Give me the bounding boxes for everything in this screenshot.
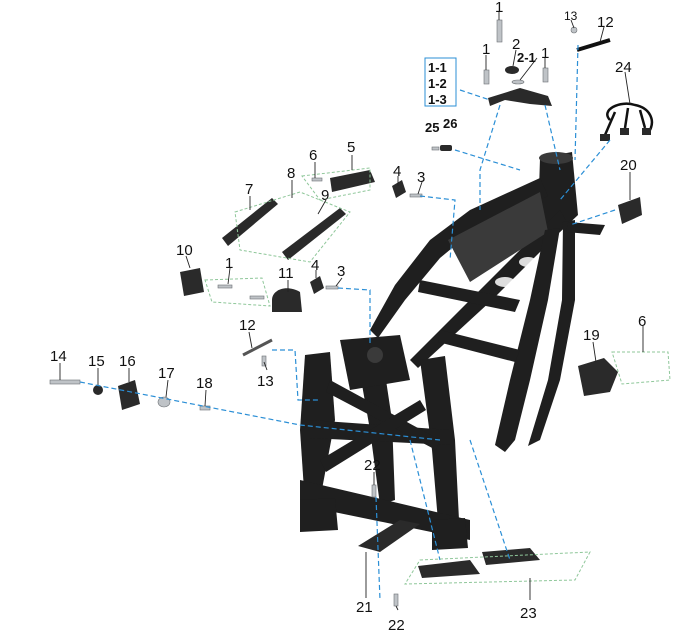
- callout-26: 26: [443, 116, 457, 131]
- callout-4b: 4: [311, 257, 319, 274]
- callout-22a: 22: [364, 457, 381, 474]
- pivot-bolt-14: [49, 379, 81, 385]
- bolt-25: [431, 146, 440, 151]
- callout-8: 8: [287, 165, 295, 182]
- callout-10: 10: [176, 242, 193, 259]
- boxed-group-frame: [424, 57, 457, 107]
- callout-2-1: 2-1: [517, 50, 536, 65]
- callout-25: 25: [425, 120, 439, 135]
- callout-3a: 3: [417, 169, 425, 186]
- rod-12-left: [242, 338, 273, 357]
- callout-22b: 22: [388, 617, 405, 634]
- pad-26: [440, 145, 452, 151]
- bolt-3a: [409, 193, 423, 198]
- callout-6a: 6: [309, 147, 317, 164]
- wiring-harness: [600, 102, 654, 141]
- callout-leader-lines: [59, 12, 644, 611]
- rail-9: [282, 208, 346, 260]
- callout-12a: 12: [597, 14, 614, 31]
- washer-2-1: [511, 79, 525, 85]
- callout-13a: 13: [564, 9, 578, 23]
- group-label-1-1: 1-1: [428, 60, 447, 75]
- strip-23b: [482, 548, 540, 565]
- rail-7: [222, 198, 278, 246]
- bolt-3b: [325, 285, 339, 290]
- top-mount-bracket: [488, 88, 552, 106]
- bolt-1c: [496, 19, 503, 43]
- callout-1b: 1: [482, 41, 490, 58]
- callout-16: 16: [119, 353, 136, 370]
- callout-5: 5: [347, 139, 355, 156]
- callout-13b: 13: [257, 373, 274, 390]
- guard-21: [358, 520, 420, 552]
- callout-1a: 1: [495, 0, 503, 16]
- bolt-1b: [542, 67, 549, 83]
- rod-12-top: [576, 38, 611, 52]
- callout-9: 9: [321, 187, 329, 204]
- block-10: [180, 268, 204, 296]
- assembly-guide-lines: [79, 44, 671, 601]
- bushing-16: [118, 380, 140, 410]
- washer-17: [157, 396, 171, 408]
- callout-3b: 3: [337, 263, 345, 280]
- bolt-1a: [483, 69, 490, 85]
- callout-1c: 1: [541, 45, 549, 62]
- bolt-1d: [217, 284, 233, 289]
- bolt-22a: [371, 484, 377, 498]
- plate-20: [618, 197, 642, 224]
- callout-labels: 1 1 1 1 2 2-1 3 3 4 4 5 6 6 7 8 9 10 11 …: [50, 0, 646, 634]
- clamp-4b: [310, 276, 324, 294]
- clamp-4a: [392, 180, 406, 198]
- callout-18: 18: [196, 375, 213, 392]
- footrest-bracket-19: [578, 358, 618, 396]
- nut-15: [93, 385, 103, 395]
- callout-24: 24: [615, 59, 632, 76]
- callout-14: 14: [50, 348, 67, 365]
- cover-11: [272, 288, 302, 312]
- bolt-6a: [311, 177, 323, 182]
- callout-17: 17: [158, 365, 175, 382]
- strip-23a: [418, 560, 480, 578]
- bracket-5: [330, 170, 375, 192]
- callout-23: 23: [520, 605, 537, 622]
- group-label-1-3: 1-3: [428, 92, 447, 107]
- clip-13-left: [261, 355, 267, 367]
- callout-2: 2: [512, 36, 520, 53]
- group-label-1-2: 1-2: [428, 76, 447, 91]
- callout-20: 20: [620, 157, 637, 174]
- callout-12b: 12: [239, 317, 256, 334]
- callout-1d: 1: [225, 255, 233, 272]
- callout-6b: 6: [638, 313, 646, 330]
- callout-19: 19: [583, 327, 600, 344]
- bolt-1e: [249, 295, 265, 300]
- callout-4a: 4: [393, 163, 401, 180]
- bolt-22b: [393, 593, 399, 607]
- callout-7: 7: [245, 181, 253, 198]
- callout-15: 15: [88, 353, 105, 370]
- rubber-grommet-2: [505, 66, 519, 74]
- callout-21: 21: [356, 599, 373, 616]
- callout-11: 11: [278, 265, 294, 282]
- motorcycle-frame: [300, 152, 605, 550]
